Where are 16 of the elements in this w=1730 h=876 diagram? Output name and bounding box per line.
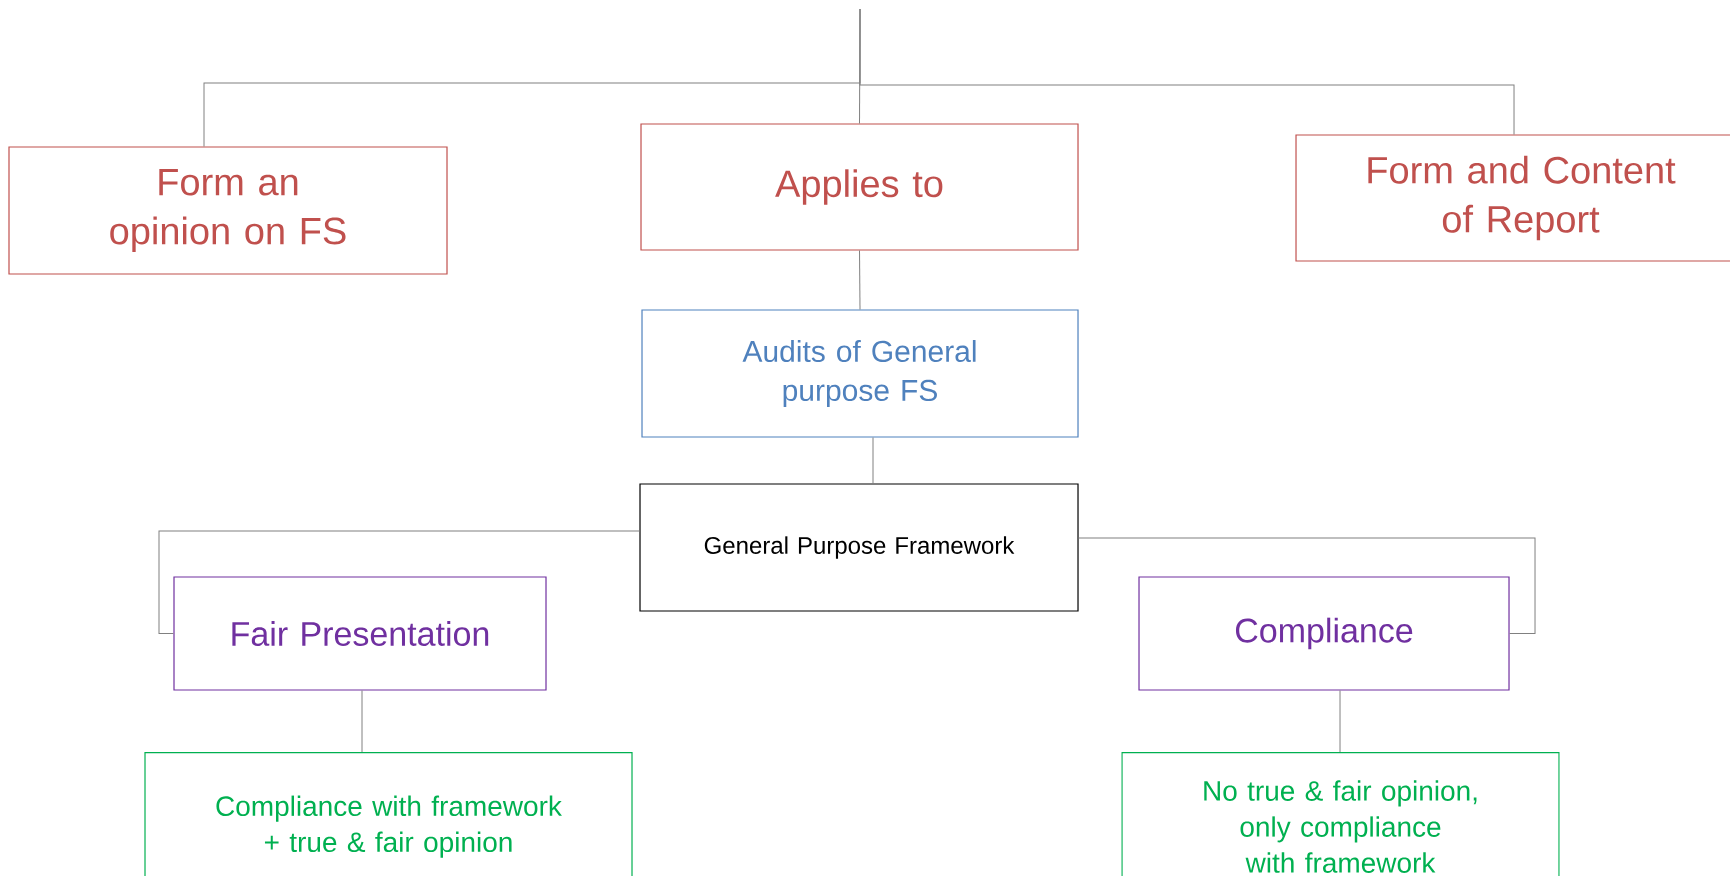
topic-box: Applies to [640, 123, 1079, 251]
outcome-box: No true & fair opinion, only compliance with framework [1121, 752, 1560, 876]
category-box: Fair Presentation [173, 576, 547, 691]
connector-line [859, 8, 1515, 135]
connector-line [1078, 537, 1536, 634]
connector-line [872, 437, 874, 484]
framework-box: General Purpose Framework [639, 483, 1079, 612]
scope-box: Audits of General purpose FS [641, 309, 1079, 438]
connector-line [361, 690, 363, 753]
connector-line [859, 250, 861, 310]
category-box: Compliance [1138, 576, 1510, 691]
topic-box: Form and Content of Report [1295, 134, 1730, 262]
outcome-box: Compliance with framework + true & fair opinion [144, 752, 633, 876]
topic-box: Form an opinion on FS [8, 146, 448, 275]
connector-line [1339, 690, 1341, 753]
connector-line [158, 530, 640, 634]
